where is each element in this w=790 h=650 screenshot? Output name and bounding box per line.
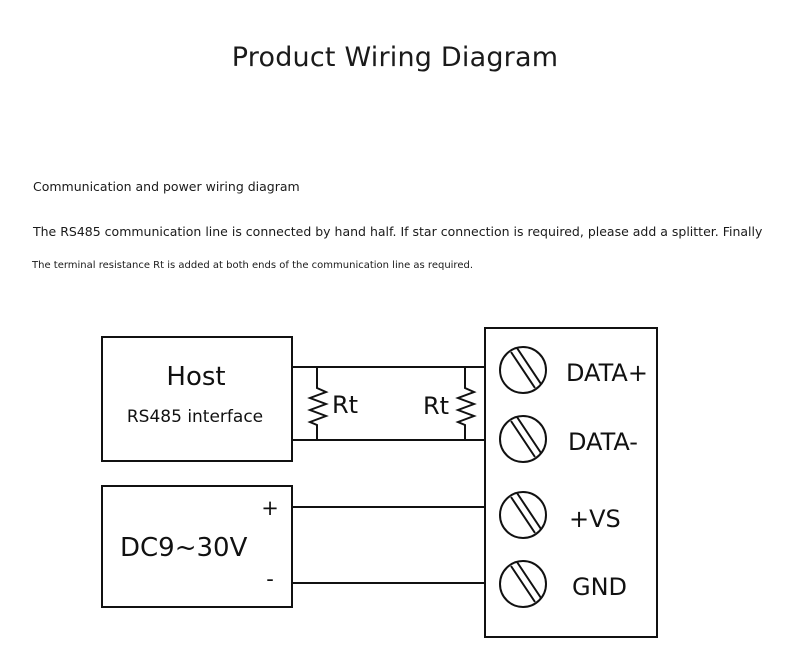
diagram-subtitle: Communication and power wiring diagram xyxy=(33,179,300,194)
power-supply-box xyxy=(101,485,293,608)
note-line-2: The terminal resistance Rt is added at b… xyxy=(32,260,474,271)
terminal-label-gnd: GND xyxy=(572,573,627,601)
terminal-label-data-minus: DATA- xyxy=(568,428,638,456)
terminal-label-vs: +VS xyxy=(569,505,621,533)
terminal-block xyxy=(484,327,658,638)
screw-terminal-gnd xyxy=(499,560,547,608)
resistor-left xyxy=(307,367,329,440)
screw-terminal-vs xyxy=(499,491,547,539)
resistor-left-label: Rt xyxy=(332,391,358,419)
power-minus-label: - xyxy=(266,567,274,591)
host-label: Host xyxy=(166,362,225,392)
note-line-1: The RS485 communication line is connecte… xyxy=(33,224,763,239)
resistor-right xyxy=(455,367,477,440)
power-plus-label: + xyxy=(261,496,279,520)
host-box xyxy=(101,336,293,462)
page-title: Product Wiring Diagram xyxy=(231,42,559,73)
resistor-right-label: Rt xyxy=(423,392,449,420)
screw-terminal-data-plus xyxy=(499,346,547,394)
power-label: DC9~30V xyxy=(120,533,248,563)
screw-terminal-data-minus xyxy=(499,415,547,463)
terminal-label-data-plus: DATA+ xyxy=(566,359,648,387)
host-sublabel: RS485 interface xyxy=(127,407,263,427)
